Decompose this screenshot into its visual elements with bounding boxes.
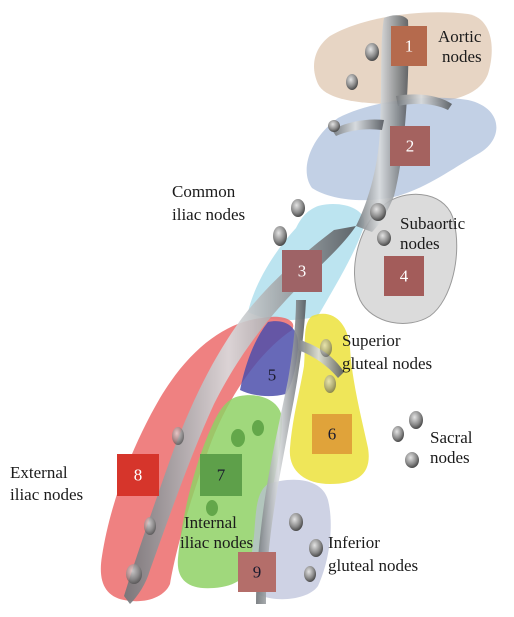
label-aortic-line1: Aortic xyxy=(438,27,482,46)
number-box-4: 4 xyxy=(384,256,424,296)
lymph-node xyxy=(291,199,305,217)
number-box-9: 9 xyxy=(238,552,276,592)
label-superior-gluteal-line1: Superior xyxy=(342,331,401,350)
lymph-node xyxy=(289,513,303,531)
label-subaortic-line2: nodes xyxy=(400,234,440,253)
sacral-node xyxy=(392,426,404,442)
label-common-iliac-line1: Common xyxy=(172,182,236,201)
label-internal-iliac-line2: iliac nodes xyxy=(180,533,253,552)
label-sacral-line1: Sacral xyxy=(430,428,473,447)
label-common-iliac-nodes: Common iliac nodes xyxy=(172,182,245,224)
lymph-node xyxy=(365,43,379,61)
number-box-5-label: 5 xyxy=(268,366,277,385)
lymph-node xyxy=(252,420,264,436)
sacral-node xyxy=(405,452,419,468)
label-superior-gluteal-line2: gluteal nodes xyxy=(342,354,432,373)
number-box-7-label: 7 xyxy=(217,466,226,485)
label-aortic-nodes: Aortic nodes xyxy=(438,27,482,66)
lymph-node xyxy=(126,564,142,584)
number-box-1-label: 1 xyxy=(405,37,414,56)
lymph-node xyxy=(346,74,358,90)
number-box-6-label: 6 xyxy=(328,425,337,444)
label-aortic-line2: nodes xyxy=(442,47,482,66)
lymph-node xyxy=(328,120,340,132)
label-inferior-gluteal-line1: Inferior xyxy=(328,533,380,552)
label-sacral-line2: nodes xyxy=(430,448,470,467)
number-box-3: 3 xyxy=(282,250,322,292)
number-box-4-label: 4 xyxy=(400,267,409,286)
lymph-node xyxy=(324,375,336,393)
lymph-node xyxy=(377,230,391,246)
number-box-2-label: 2 xyxy=(406,137,415,156)
lymph-node xyxy=(320,339,332,357)
number-box-8: 8 xyxy=(117,454,159,496)
number-box-1: 1 xyxy=(391,26,427,66)
label-internal-iliac-line1: Internal xyxy=(184,513,237,532)
number-box-9-label: 9 xyxy=(253,563,262,582)
lymph-node xyxy=(370,203,386,221)
label-external-iliac-line2: iliac nodes xyxy=(10,485,83,504)
lymph-node xyxy=(304,566,316,582)
lymph-node xyxy=(273,226,287,246)
number-box-2: 2 xyxy=(390,126,430,166)
label-common-iliac-line2: iliac nodes xyxy=(172,205,245,224)
number-box-3-label: 3 xyxy=(298,262,307,281)
lymph-node xyxy=(231,429,245,447)
number-box-6: 6 xyxy=(312,414,352,454)
label-sacral-nodes: Sacral nodes xyxy=(430,428,473,467)
lymph-node xyxy=(144,517,156,535)
sacral-node xyxy=(409,411,423,429)
label-inferior-gluteal-nodes: Inferior gluteal nodes xyxy=(328,533,418,575)
label-external-iliac-line1: External xyxy=(10,463,68,482)
label-superior-gluteal-nodes: Superior gluteal nodes xyxy=(342,331,432,373)
number-box-8-label: 8 xyxy=(134,466,143,485)
number-box-5: 5 xyxy=(268,366,277,385)
lymph-node xyxy=(309,539,323,557)
number-box-7: 7 xyxy=(200,454,242,496)
label-inferior-gluteal-line2: gluteal nodes xyxy=(328,556,418,575)
label-external-iliac-nodes: External iliac nodes xyxy=(10,463,83,504)
label-subaortic-line1: Subaortic xyxy=(400,214,466,233)
lymph-node xyxy=(172,427,184,445)
